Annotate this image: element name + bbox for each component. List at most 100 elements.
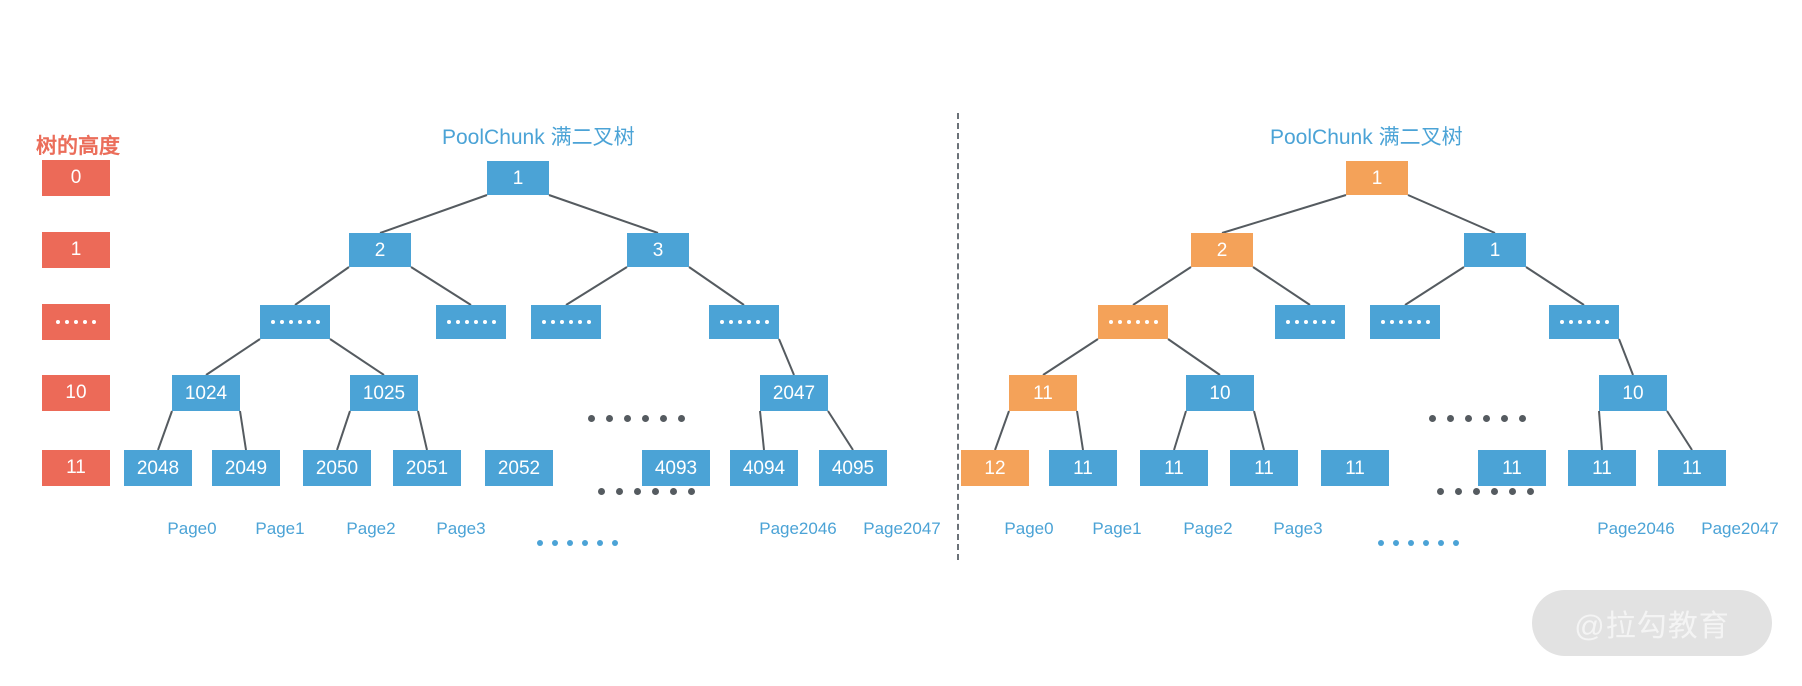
tree-node-r-l2[interactable]: 11 (1140, 450, 1208, 486)
tree-edge (565, 266, 628, 306)
tree-node-r-l5[interactable]: 11 (1478, 450, 1546, 486)
page-label-page0: Page0 (1004, 519, 1054, 538)
tree-node-r-l7[interactable]: 11 (1658, 450, 1726, 486)
tree-height-level-4: 11 (42, 450, 110, 486)
tree-edge (778, 338, 795, 376)
tree-node-l-2050[interactable]: 2050 (303, 450, 371, 486)
tree-edge (548, 194, 659, 234)
tree-node-label: 4095 (831, 457, 875, 479)
tree-node-label: 2048 (136, 457, 180, 479)
tree-edge (294, 266, 350, 306)
tree-edge (1407, 194, 1496, 234)
tree-height-level-label: 11 (66, 457, 86, 478)
tree-node-label: 11 (1682, 457, 1702, 479)
tree-edge (759, 410, 765, 451)
tree-node-l-2049[interactable]: 2049 (212, 450, 280, 486)
tree-node-label: 11 (1502, 457, 1522, 479)
ellipsis-dots (598, 488, 695, 495)
tree-node-l-1025[interactable]: 1025 (350, 375, 418, 411)
tree-height-level-label: 1 (70, 239, 82, 260)
tree-node-l-root[interactable]: 1 (487, 161, 549, 195)
tree-node-label: 1 (1371, 167, 1383, 189)
page-label-page1: Page1 (1092, 519, 1142, 538)
tree-node-label: 4094 (742, 457, 786, 479)
tree-edge (1132, 266, 1192, 306)
tree-node-label: 12 (984, 457, 1006, 479)
tree-node-r-d1[interactable] (1098, 305, 1168, 339)
tree-node-label: 2 (374, 239, 386, 261)
tree-edge (329, 338, 385, 376)
tree-edge (336, 410, 351, 451)
page-label-page3: Page3 (1273, 519, 1323, 538)
tree-node-label: 10 (1622, 382, 1644, 404)
tree-node-label: 2049 (224, 457, 268, 479)
tree-node-l-2052[interactable]: 2052 (485, 450, 553, 486)
tree-node-l-4093[interactable]: 4093 (642, 450, 710, 486)
tree-node-r-d4[interactable] (1549, 305, 1619, 339)
tree-node-label: 3 (652, 239, 664, 261)
tree-node-r-root[interactable]: 1 (1346, 161, 1408, 195)
tree-edge (994, 410, 1010, 451)
tree-node-r-l1[interactable]: 11 (1049, 450, 1117, 486)
tree-height-level-0: 0 (42, 160, 110, 196)
tree-node-r-d3[interactable] (1370, 305, 1440, 339)
tree-edge (1253, 410, 1265, 451)
tree-node-r-h10b[interactable]: 10 (1599, 375, 1667, 411)
tree-node-l-2051[interactable]: 2051 (393, 450, 461, 486)
tree-edge (1042, 338, 1099, 376)
tree-node-l-n3[interactable]: 3 (627, 233, 689, 267)
ellipsis-dots-page (537, 540, 618, 546)
page-label-page2047: Page2047 (863, 519, 941, 538)
tree-edge (1167, 338, 1221, 376)
tree-node-l-d1[interactable] (260, 305, 330, 339)
tree-node-r-l0[interactable]: 12 (961, 450, 1029, 486)
tree-node-r-l4[interactable]: 11 (1321, 450, 1389, 486)
tree-node-l-2048[interactable]: 2048 (124, 450, 192, 486)
tree-edge (410, 266, 472, 306)
page-label-page3: Page3 (436, 519, 486, 538)
tree-node-label: 2050 (315, 457, 359, 479)
tree-node-l-4094[interactable]: 4094 (730, 450, 798, 486)
tree-edge (827, 410, 854, 451)
tree-node-label: 2047 (772, 382, 816, 404)
tree-node-r-l6[interactable]: 11 (1568, 450, 1636, 486)
tree-height-level-label: 0 (70, 167, 82, 188)
tree-node-r-d2[interactable] (1275, 305, 1345, 339)
tree-node-label: 4093 (654, 457, 698, 479)
tree-edge (1618, 338, 1634, 376)
tree-edge (1221, 194, 1347, 234)
tree-node-label: 1024 (184, 382, 228, 404)
tree-edge (205, 338, 261, 376)
page-label-page2046: Page2046 (759, 519, 837, 538)
page-label-page2: Page2 (346, 519, 396, 538)
tree-node-label: 1 (512, 167, 524, 189)
right-tree-title: PoolChunk 满二叉树 (1270, 126, 1463, 149)
tree-height-level-3: 10 (42, 375, 110, 411)
ellipsis-dots (1429, 415, 1526, 422)
tree-node-r-h10[interactable]: 10 (1186, 375, 1254, 411)
tree-node-label: 11 (1592, 457, 1612, 479)
tree-node-label: 11 (1254, 457, 1274, 479)
tree-node-r-n2[interactable]: 2 (1191, 233, 1253, 267)
tree-node-label: 2051 (405, 457, 449, 479)
page-label-page0: Page0 (167, 519, 217, 538)
tree-node-l-n2[interactable]: 2 (349, 233, 411, 267)
tree-node-label: 11 (1345, 457, 1365, 479)
tree-node-r-n3[interactable]: 1 (1464, 233, 1526, 267)
tree-node-r-h11[interactable]: 11 (1009, 375, 1077, 411)
page-label-page2: Page2 (1183, 519, 1233, 538)
tree-node-r-l3[interactable]: 11 (1230, 450, 1298, 486)
tree-edge (1173, 410, 1187, 451)
tree-node-l-2047[interactable]: 2047 (760, 375, 828, 411)
tree-height-level-label: 10 (65, 382, 87, 403)
page-label-page1: Page1 (255, 519, 305, 538)
tree-node-l-4095[interactable]: 4095 (819, 450, 887, 486)
tree-node-l-d3[interactable] (531, 305, 601, 339)
tree-edge (1666, 410, 1693, 451)
tree-node-l-1024[interactable]: 1024 (172, 375, 240, 411)
left-tree-title: PoolChunk 满二叉树 (442, 126, 635, 149)
tree-node-l-d2[interactable] (436, 305, 506, 339)
tree-node-l-d4[interactable] (709, 305, 779, 339)
